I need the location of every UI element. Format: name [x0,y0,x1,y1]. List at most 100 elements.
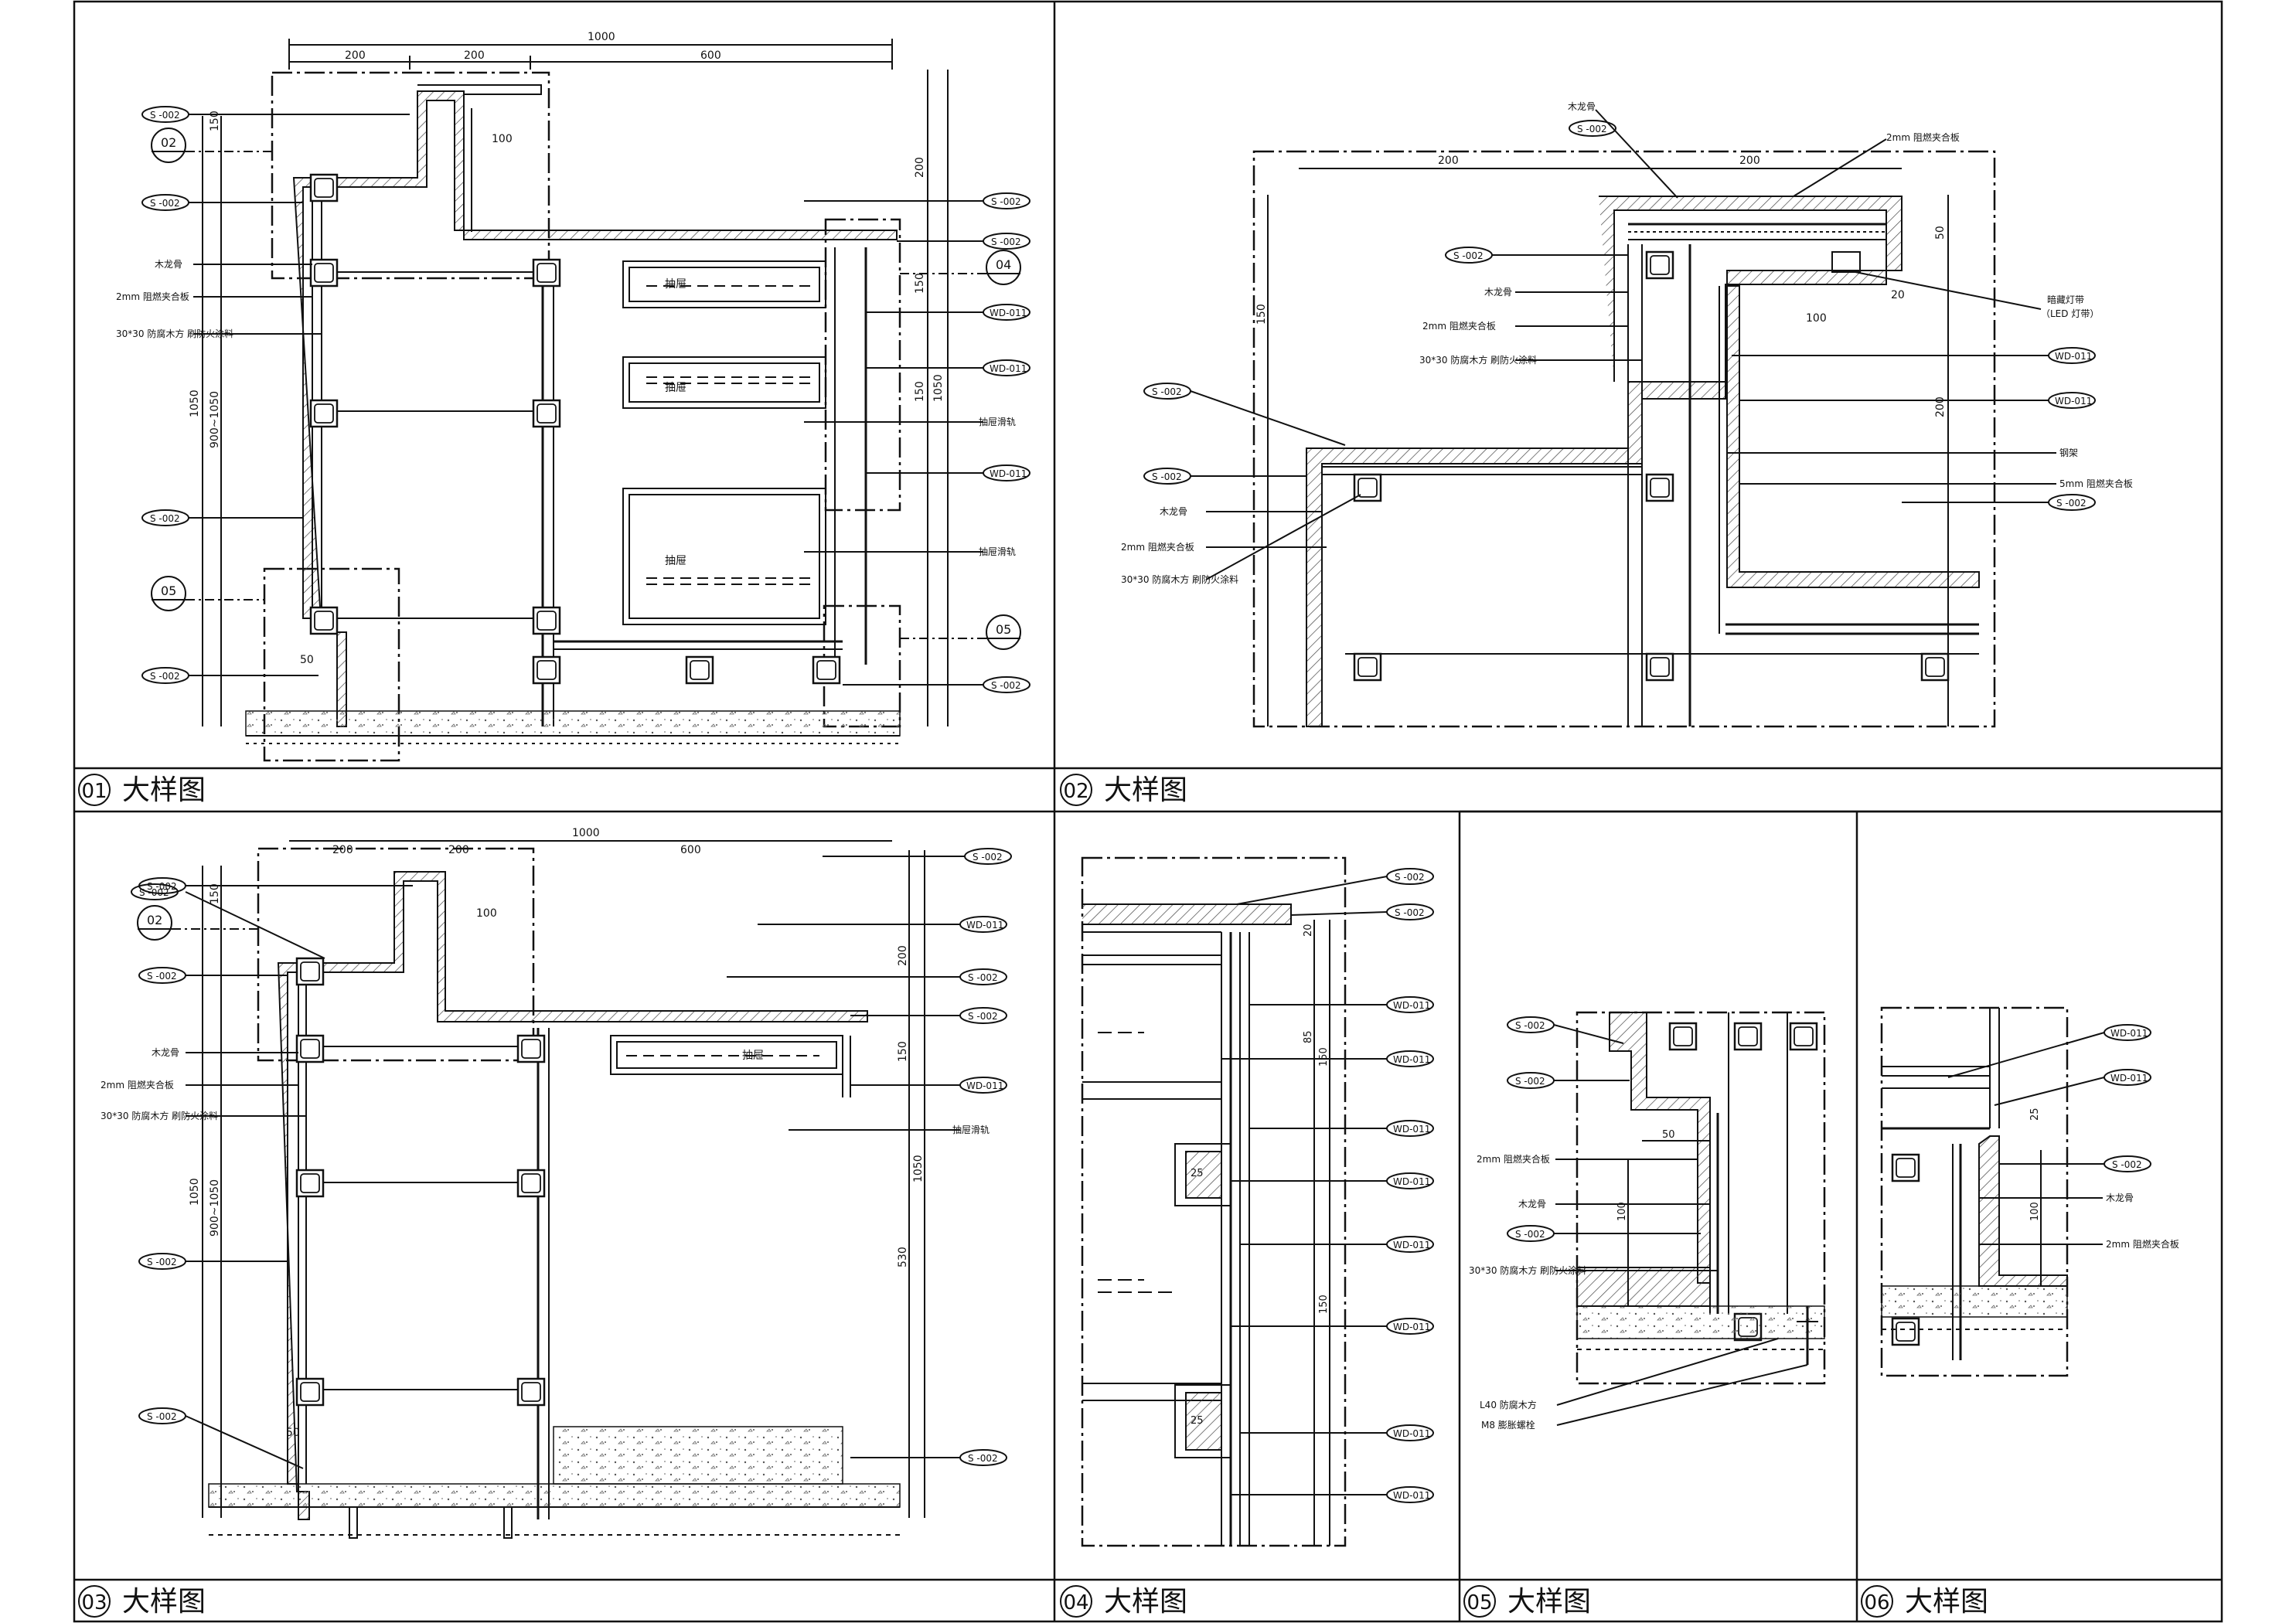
tag-wd011: WD-011 [1732,347,2096,364]
tag-ref-04: 04 [900,250,1021,285]
svg-text:S -002: S -002 [991,680,1021,691]
tag-s002: S -002 [1445,247,1628,264]
panel-id: 05 [1467,1591,1492,1614]
note-keel: 30*30 防腐木方 刷防火涂料 [1121,573,1238,585]
svg-text:S -002: S -002 [968,1453,998,1464]
dim-530: 530 [897,1247,909,1267]
dim-100: 100 [1616,1202,1628,1221]
svg-text:S -002: S -002 [1395,907,1425,918]
dim-200: 200 [897,945,909,966]
svg-text:WD-011: WD-011 [2110,1073,2148,1084]
tag-s002: S -002 [850,1007,1007,1024]
panel-title: 大样图 [1507,1586,1591,1618]
detail-01: 1000 200 200 600 [116,31,1030,762]
dim-600: 600 [700,49,721,62]
tag-wd011: WD-011 [1249,996,1434,1013]
svg-text:S -002: S -002 [150,110,180,121]
panel-title-04: 04 大样图 [1060,1585,1187,1618]
detail-04: 20 150 85 150 25 25 S -002 S -002 WD-011… [1081,856,1434,1547]
tag-ref-05: 05 [900,614,1021,650]
tag-s002: S -002 [1902,494,2096,511]
tag-wd011: WD-011 [758,916,1007,933]
panel-title: 大样图 [1905,1586,1988,1618]
note-wood: 木龙骨 [1160,506,1187,517]
detail-03: 1000 200 200 600 抽屉 [100,827,1012,1539]
dim-25: 25 [1191,1415,1204,1427]
panel-id: 02 [1063,780,1088,803]
dim-150: 150 [914,381,926,402]
tag-wd011: WD-011 [866,359,1030,376]
tag-wd011: WD-011 [1231,1172,1434,1189]
dim-200: 200 [448,844,469,856]
dim-200: 200 [1739,155,1760,167]
note-hinge: 抽屉滑轨 [952,1125,990,1135]
tag-s002: S -002 [850,1449,1007,1466]
note-wood: 木龙骨 [1518,1199,1546,1210]
note-panel2mm: 2mm 阻燃夹合板 [1121,541,1194,553]
svg-text:S -002: S -002 [2112,1159,2142,1170]
note-bolt: M8 膨胀螺栓 [1481,1419,1535,1431]
panel-id: 01 [81,780,107,803]
dim-200: 200 [464,49,485,62]
svg-text:02: 02 [147,913,162,927]
dim-1050: 1050 [189,1178,201,1206]
svg-text:WD-011: WD-011 [1393,1490,1430,1501]
svg-text:S -002: S -002 [139,887,169,898]
tag-s002: S -002 [1143,468,1306,485]
note-led: 暗藏灯带 [2047,294,2084,305]
tag-s002: S -002 [897,233,1030,250]
dim-150: 150 [914,273,926,294]
tag-wd011: WD-011 [1739,392,2096,409]
tag-wd011: WD-011 [1231,1318,1434,1335]
note-wood: 木龙骨 [152,1047,179,1058]
svg-text:WD-011: WD-011 [2055,351,2092,362]
detail-06: 25 100 WD-011 WD-011 S -002 木龙骨 2mm 阻燃夹合… [1880,1006,2179,1377]
svg-text:WD-011: WD-011 [1393,1428,1430,1439]
svg-text:05: 05 [161,584,176,598]
dim-100: 100 [2029,1202,2041,1221]
tag-s002: S -002 [138,1407,304,1469]
svg-text:04: 04 [996,257,1011,272]
svg-text:WD-011: WD-011 [2110,1028,2148,1039]
svg-text:S -002: S -002 [1515,1229,1545,1240]
note-hinge: 抽屉滑轨 [979,417,1016,427]
dim-25: 25 [1191,1168,1204,1179]
dim-150: 150 [209,111,221,131]
detail-02: 200 200 200 50 150 100 20 木龙骨 S -002 [1121,101,2133,728]
note-hinge: 抽屉滑轨 [979,546,1016,557]
note-drawer: 抽屉 [665,382,686,394]
tag-s002: S -002 [1569,120,1616,137]
note-panel2mm: 2mm 阻燃夹合板 [1886,131,1960,143]
tag-s002: S -002 [138,877,413,894]
dim-900: 900~1050 [209,391,221,448]
note-wood5: 5mm 阻燃夹合板 [2059,478,2133,489]
svg-text:S -002: S -002 [1515,1076,1545,1087]
dim-100: 100 [492,133,513,145]
panel-id: 04 [1063,1591,1088,1614]
dim-200: 200 [345,49,366,62]
svg-text:S -002: S -002 [147,1257,177,1267]
sheet-frame [73,0,2223,1623]
dim-1050: 1050 [189,390,201,417]
svg-text:WD-011: WD-011 [1393,1322,1430,1332]
svg-text:WD-011: WD-011 [1393,1000,1430,1011]
note-panel2mm: 2mm 阻燃夹合板 [2106,1238,2179,1250]
panel-title-02: 02 大样图 [1060,774,1187,806]
dim-1000: 1000 [572,827,600,839]
tag-ref-02: 02 [137,905,258,941]
svg-text:S -002: S -002 [147,1411,177,1422]
svg-text:S -002: S -002 [1577,124,1607,134]
dim-25: 25 [2029,1108,2041,1121]
svg-text:S -002: S -002 [150,671,180,682]
note-keel: 30*30 防腐木方 刷防火涂料 [1419,354,1537,366]
tag-s002: S -002 [843,676,1030,693]
tag-wd011: WD-011 [1240,1236,1434,1253]
tag-wd011: WD-011 [866,304,1030,321]
tag-wd011: WD-011 [1231,1486,1434,1503]
tag-s002: S -002 [141,106,410,123]
dim-50: 50 [300,654,314,666]
tag-s002: S -002 [141,667,319,684]
dim-150: 150 [1255,304,1268,325]
dim-1050: 1050 [932,374,945,402]
